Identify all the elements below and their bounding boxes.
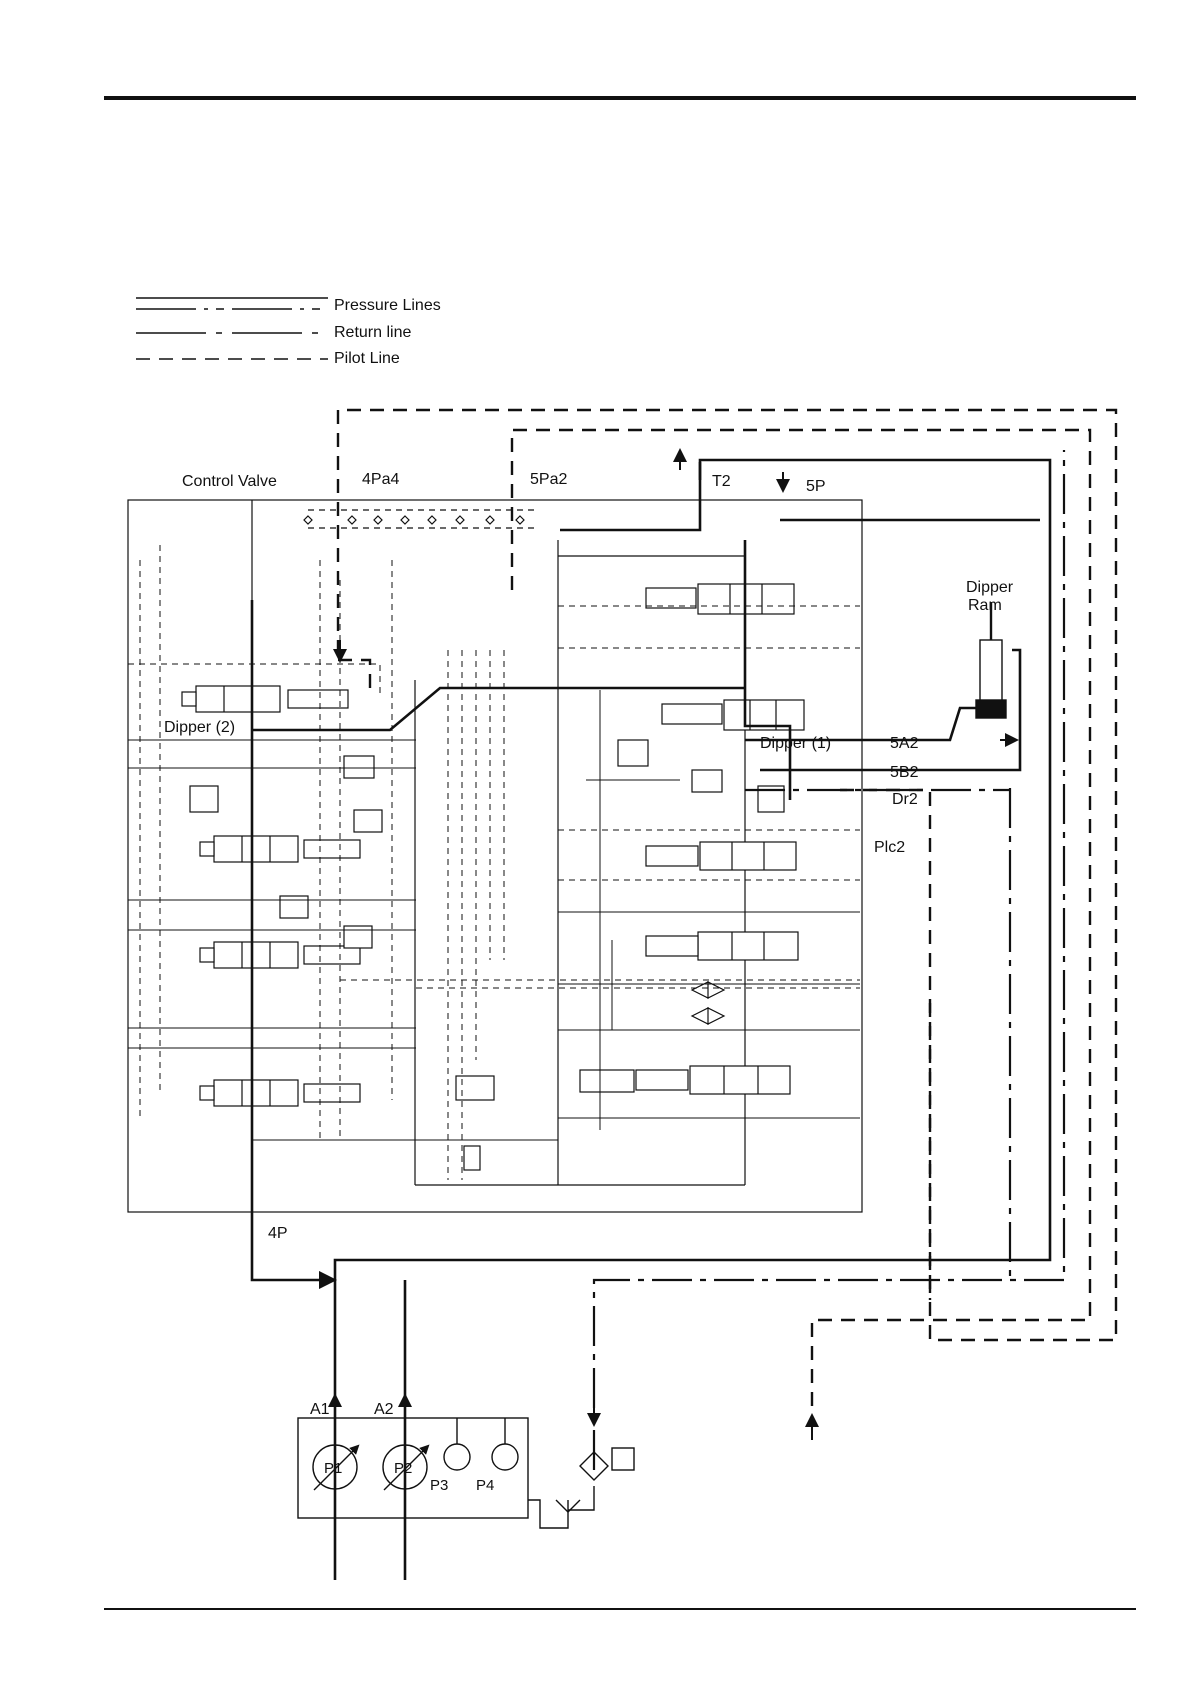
dipper-ram xyxy=(976,602,1006,718)
legend: Pressure Lines Return line Pilot Line xyxy=(136,297,441,367)
label-port-5pa2: 5Pa2 xyxy=(530,471,567,488)
label-dipper-2: Dipper (2) xyxy=(164,719,235,736)
label-port-5b2: 5B2 xyxy=(890,764,919,781)
spool-right-3 xyxy=(646,842,796,870)
label-pump-p4: P4 xyxy=(476,1477,494,1494)
label-control-valve: Control Valve xyxy=(182,473,277,490)
label-port-4p: 4P xyxy=(268,1225,288,1242)
legend-return-label: Return line xyxy=(334,324,411,341)
diagram-labels: Control Valve 4Pa4 5Pa2 T2 5P Dipper Ram… xyxy=(164,471,1014,1494)
label-port-a2: A2 xyxy=(374,1401,394,1418)
label-port-5p: 5P xyxy=(806,478,826,495)
pump-p3 xyxy=(444,1444,470,1470)
label-port-4pa4: 4Pa4 xyxy=(362,471,399,488)
label-port-5a2: 5A2 xyxy=(890,735,919,752)
legend-pressure-line xyxy=(136,298,328,309)
legend-pressure-label: Pressure Lines xyxy=(334,297,441,314)
pump-p4 xyxy=(492,1444,518,1470)
pump-unit xyxy=(298,1418,634,1528)
spool-right-4 xyxy=(646,932,798,960)
label-port-dr2: Dr2 xyxy=(892,791,918,808)
label-dipper-1: Dipper (1) xyxy=(760,735,831,752)
spool-left-2 xyxy=(200,836,360,862)
spool-right-1 xyxy=(646,584,794,614)
spool-valves-right xyxy=(456,584,804,1170)
label-port-t2: T2 xyxy=(712,473,731,490)
spool-left-3 xyxy=(200,942,360,968)
spool-dipper-2 xyxy=(182,686,348,712)
pressure-lines xyxy=(252,460,1050,1580)
label-port-plc2: Plc2 xyxy=(874,839,905,856)
label-pump-p3: P3 xyxy=(430,1477,448,1494)
spool-left-4 xyxy=(200,1080,360,1106)
spool-right-5 xyxy=(580,1066,790,1094)
spool-valves-left xyxy=(182,686,382,1106)
label-dipper-ram-line2: Ram xyxy=(968,597,1002,614)
label-pump-p1: P1 xyxy=(324,1460,342,1477)
label-port-a1: A1 xyxy=(310,1401,330,1418)
label-dipper-ram-line1: Dipper xyxy=(966,579,1014,596)
legend-pilot-label: Pilot Line xyxy=(334,350,400,367)
label-pump-p2: P2 xyxy=(394,1460,412,1477)
